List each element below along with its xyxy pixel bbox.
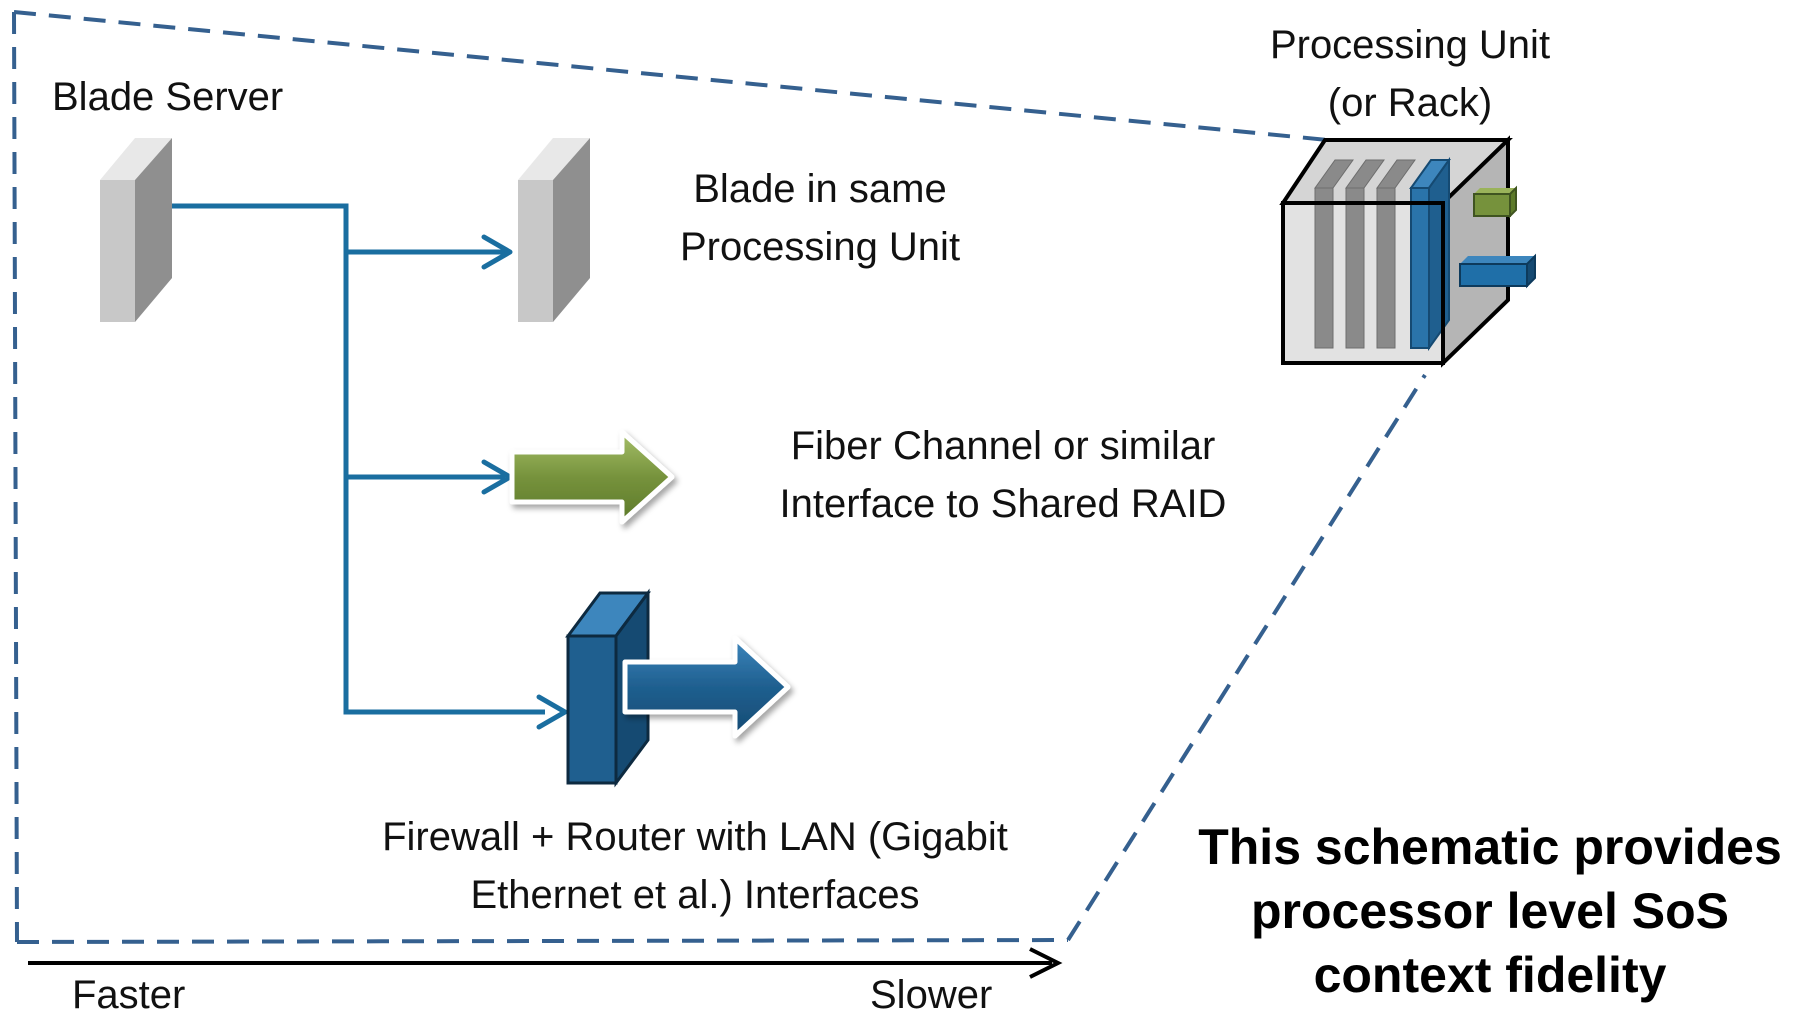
blade-same-unit-label: Blade in same Processing Unit bbox=[620, 160, 1020, 276]
firewall-router-line-2: Ethernet et al.) Interfaces bbox=[470, 873, 920, 917]
connector-lines bbox=[172, 203, 545, 715]
axis-faster-label: Faster bbox=[72, 973, 186, 1017]
blade-server-label: Blade Server bbox=[52, 75, 284, 119]
blade-peer-icon bbox=[518, 138, 590, 322]
firewall-router-line-1: Firewall + Router with LAN (Gigabit bbox=[382, 815, 1008, 859]
processing-unit-line-1: Processing Unit bbox=[1269, 23, 1551, 67]
axis-slower-label: Slower bbox=[870, 973, 993, 1017]
caption-line-2: processor level SoS bbox=[1250, 883, 1729, 939]
zoom-outline bbox=[12, 10, 1427, 944]
fiber-channel-line-2: Interface to Shared RAID bbox=[779, 482, 1227, 526]
caption-line-3: context fidelity bbox=[1313, 947, 1667, 1003]
processing-unit-rack-icon bbox=[1279, 135, 1536, 368]
blade-same-unit-line-1: Blade in same bbox=[693, 167, 947, 211]
processing-unit-line-2: (or Rack) bbox=[1327, 81, 1493, 125]
fiber-channel-line-1: Fiber Channel or similar bbox=[790, 424, 1216, 468]
blade-same-unit-line-2: Processing Unit bbox=[679, 225, 961, 269]
processing-unit-label: Processing Unit (or Rack) bbox=[1230, 16, 1590, 132]
caption-line-1: This schematic provides bbox=[1198, 819, 1782, 875]
fiber-channel-label: Fiber Channel or similar Interface to Sh… bbox=[708, 417, 1298, 533]
firewall-router-icon bbox=[565, 588, 791, 788]
firewall-router-label: Firewall + Router with LAN (Gigabit Ethe… bbox=[330, 808, 1060, 924]
blade-server-icon bbox=[100, 138, 172, 322]
speed-axis bbox=[28, 947, 1063, 979]
fiber-channel-arrow-icon bbox=[509, 429, 675, 525]
schematic-caption: This schematic provides processor level … bbox=[1180, 815, 1800, 1007]
